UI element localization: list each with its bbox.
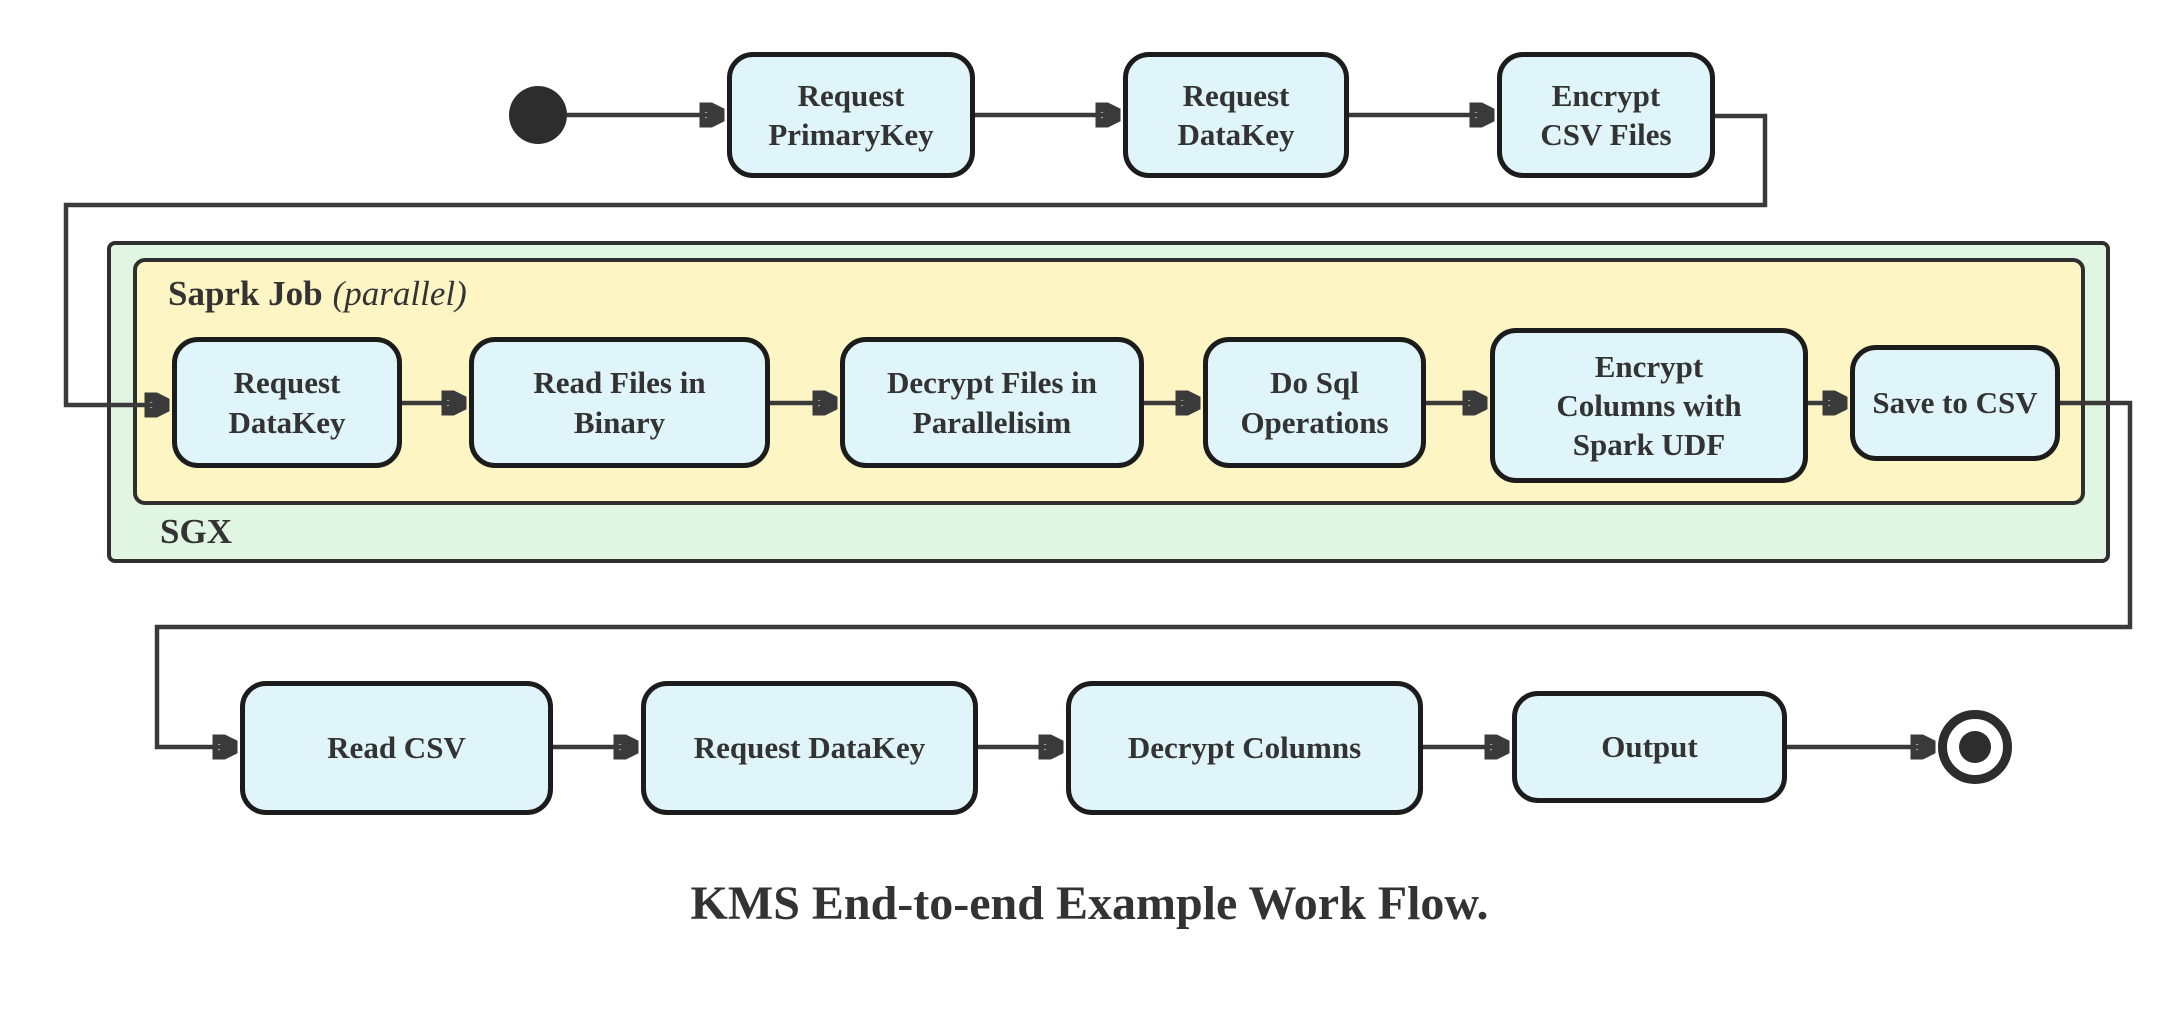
- end-state-icon: [1938, 710, 2012, 784]
- spark-job-label-text: Saprk Job: [168, 274, 323, 313]
- start-state-icon: [509, 86, 567, 144]
- state-request-datakey-bottom: Request DataKey: [641, 681, 978, 815]
- state-request-datakey-spark: Request DataKey: [172, 337, 402, 468]
- state-read-files-in-binary: Read Files in Binary: [469, 337, 770, 468]
- state-request-datakey-top: Request DataKey: [1123, 52, 1349, 178]
- spark-job-container-label: Saprk Job(parallel): [168, 274, 467, 314]
- state-decrypt-columns: Decrypt Columns: [1066, 681, 1423, 815]
- state-encrypt-columns-with-spark-udf: Encrypt Columns with Spark UDF: [1490, 328, 1808, 483]
- state-request-primarykey: Request PrimaryKey: [727, 52, 975, 178]
- state-read-csv: Read CSV: [240, 681, 553, 815]
- state-encrypt-csv-files: Encrypt CSV Files: [1497, 52, 1715, 178]
- state-output: Output: [1512, 691, 1787, 803]
- state-do-sql-operations: Do Sql Operations: [1203, 337, 1426, 468]
- spark-job-parallel-annotation: (parallel): [332, 274, 467, 313]
- end-state-inner-dot: [1959, 731, 1991, 763]
- state-save-to-csv: Save to CSV: [1850, 345, 2060, 461]
- diagram-caption: KMS End-to-end Example Work Flow.: [690, 877, 1489, 930]
- sgx-container-label: SGX: [160, 512, 232, 551]
- state-decrypt-files-in-parallelisim: Decrypt Files in Parallelisim: [840, 337, 1144, 468]
